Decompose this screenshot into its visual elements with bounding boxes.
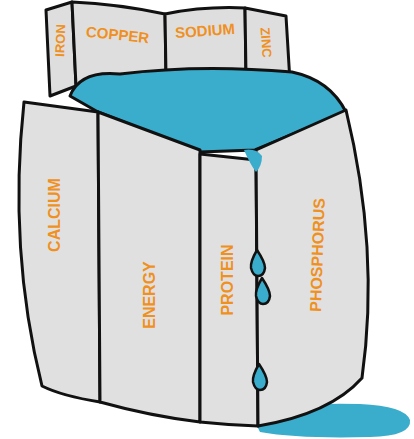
stave-label: IRON xyxy=(53,24,67,57)
water-drop xyxy=(256,278,270,304)
stave-label: CALCIUM xyxy=(47,178,63,252)
calcium-stave xyxy=(19,102,100,402)
sodium-stave xyxy=(165,8,246,76)
protein-stave xyxy=(200,154,258,426)
phosphorus-stave xyxy=(256,110,368,426)
stave-label: SODIUM xyxy=(175,20,236,39)
energy-stave xyxy=(98,112,200,422)
water-drop xyxy=(251,250,265,276)
water-drop xyxy=(253,364,267,390)
stave-label: ENERGY xyxy=(142,261,158,329)
spill xyxy=(244,150,262,172)
stave-label: ZINC xyxy=(258,26,273,57)
stave-label: PROTEIN xyxy=(220,244,236,315)
